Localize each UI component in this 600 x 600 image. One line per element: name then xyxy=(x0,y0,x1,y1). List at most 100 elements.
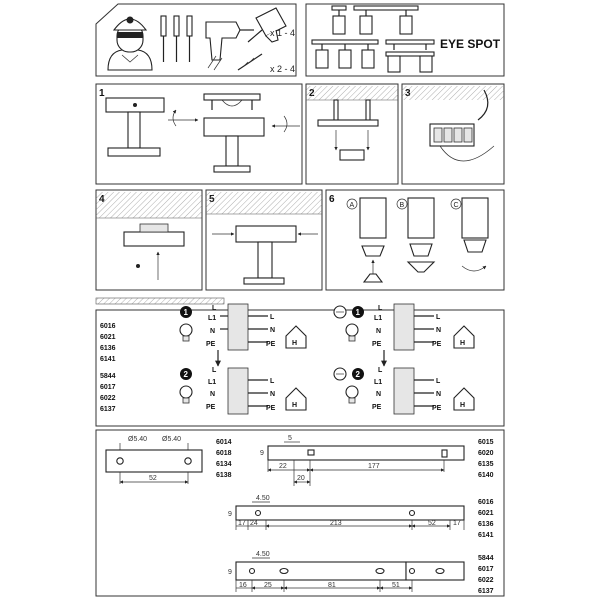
code: 6016 xyxy=(100,323,116,330)
label-l-out: L xyxy=(436,314,441,321)
option-b-label: B xyxy=(400,202,405,209)
qty-plugs: x 2 - 4 xyxy=(270,64,295,74)
base-plate-drawing: Ø5.40 Ø5.40 52 6014 6018 6134 6138 xyxy=(105,436,232,484)
bar-1-drawing: 5 9 22 20 177 6015 6020 6135 6140 xyxy=(260,435,494,486)
terminal-block xyxy=(429,123,475,147)
code: 6016 xyxy=(478,499,494,506)
dim-22: 22 xyxy=(279,463,287,470)
label-l: L xyxy=(212,367,217,374)
label-pe-out: PE xyxy=(432,341,442,348)
dim-base-width: 52 xyxy=(149,475,157,482)
circuit-2-left: 2 L L1 N PE L N PE H xyxy=(179,367,307,415)
bar-3-drawing: 4.50 9 16 25 81 51 5844 6017 6022 xyxy=(228,551,494,595)
code: 6022 xyxy=(100,395,116,402)
label-l: L xyxy=(378,367,383,374)
label-l1: L1 xyxy=(208,379,216,386)
label-n: N xyxy=(376,328,381,335)
house-icon: H xyxy=(285,325,307,349)
house-icon: H xyxy=(453,325,475,349)
code: 6014 xyxy=(216,439,232,446)
dim-16: 16 xyxy=(239,582,247,589)
house-label: H xyxy=(292,402,297,409)
circle-2-label: 2 xyxy=(184,370,189,379)
label-l1: L1 xyxy=(374,315,382,322)
tools-panel: x 1 - 4 x 2 - 4 xyxy=(95,3,297,77)
label-l-out: L xyxy=(270,378,275,385)
code: 6136 xyxy=(478,521,494,528)
dim-17: 17 xyxy=(238,520,246,527)
triple-spot-product xyxy=(311,39,379,69)
dim-4-50: 4.50 xyxy=(256,495,270,502)
code: 6141 xyxy=(100,356,116,363)
label-pe-out: PE xyxy=(266,341,276,348)
step-1-panel: 1 xyxy=(95,83,303,185)
circuit-1-right: 1 L L1 N PE L N PE H xyxy=(333,303,475,367)
qty-screws: x 1 - 4 xyxy=(270,28,295,38)
label-pe: PE xyxy=(206,404,216,411)
dim-hole-a: Ø5.40 xyxy=(128,436,147,443)
dimension-panel: Ø5.40 Ø5.40 52 6014 6018 6134 6138 5 9 xyxy=(95,429,505,597)
dim-17-right: 17 xyxy=(453,520,461,527)
code: 6018 xyxy=(216,450,232,457)
code: 6141 xyxy=(478,532,494,539)
arm-attached xyxy=(235,225,297,285)
dim-5: 5 xyxy=(288,435,292,442)
dim-52: 52 xyxy=(428,520,436,527)
label-l1: L1 xyxy=(374,379,382,386)
code: 6021 xyxy=(478,510,494,517)
label-pe: PE xyxy=(206,341,216,348)
label-pe: PE xyxy=(372,404,382,411)
bulb-icon xyxy=(345,385,359,404)
step-6-number: 6 xyxy=(329,194,335,205)
code: 5844 xyxy=(478,555,494,562)
canopy-installed xyxy=(123,223,185,247)
wiring-codes-group-2: 5844 6017 6022 6137 xyxy=(100,373,116,413)
code: 6140 xyxy=(478,472,494,479)
bulb-icon xyxy=(179,385,193,404)
dim-4-50: 4.50 xyxy=(256,551,270,558)
label-l: L xyxy=(212,305,217,312)
code: 6138 xyxy=(216,472,232,479)
code: 6137 xyxy=(478,588,494,595)
wall-plug-icon xyxy=(237,53,263,71)
label-l1: L1 xyxy=(208,315,216,322)
wiring-codes-group-1: 6016 6021 6136 6141 xyxy=(100,323,116,363)
option-c-label: C xyxy=(454,202,459,209)
single-spot-product xyxy=(331,5,347,35)
worker-icon xyxy=(107,16,153,71)
bulb-option-c: C xyxy=(450,197,489,272)
code: 6134 xyxy=(216,461,232,468)
label-n-out: N xyxy=(436,391,441,398)
dim-20: 20 xyxy=(297,475,305,482)
step-3-panel: 3 xyxy=(401,83,505,185)
dim-81: 81 xyxy=(328,582,336,589)
gu10-bulb-icon xyxy=(255,7,287,43)
step-4-panel: 4 xyxy=(95,189,203,291)
label-n-out: N xyxy=(270,391,275,398)
label-n: N xyxy=(210,391,215,398)
code: 5844 xyxy=(100,373,116,380)
rotate-arrow-icon xyxy=(168,109,199,127)
double-spot-product xyxy=(353,5,419,35)
house-label: H xyxy=(460,402,465,409)
label-n-out: N xyxy=(270,327,275,334)
code: 6020 xyxy=(478,450,494,457)
drill-icon xyxy=(205,21,254,71)
code: 6135 xyxy=(478,461,494,468)
bulb-icon xyxy=(345,323,359,342)
label-l-out: L xyxy=(436,378,441,385)
mounting-bracket xyxy=(203,93,265,173)
dim-9: 9 xyxy=(228,511,232,518)
circuit-1-left: 1 L L1 N PE L N PE H xyxy=(179,303,307,367)
bulb-option-a: A xyxy=(346,197,387,283)
label-pe: PE xyxy=(372,341,382,348)
dim-9: 9 xyxy=(228,569,232,576)
code: 6017 xyxy=(478,566,494,573)
bulb-option-b: B xyxy=(396,197,436,273)
house-label: H xyxy=(292,340,297,347)
code: 6015 xyxy=(478,439,494,446)
product-panel: EYE SPOT xyxy=(305,3,505,77)
dim-213: 213 xyxy=(330,520,342,527)
label-l: L xyxy=(378,305,383,312)
